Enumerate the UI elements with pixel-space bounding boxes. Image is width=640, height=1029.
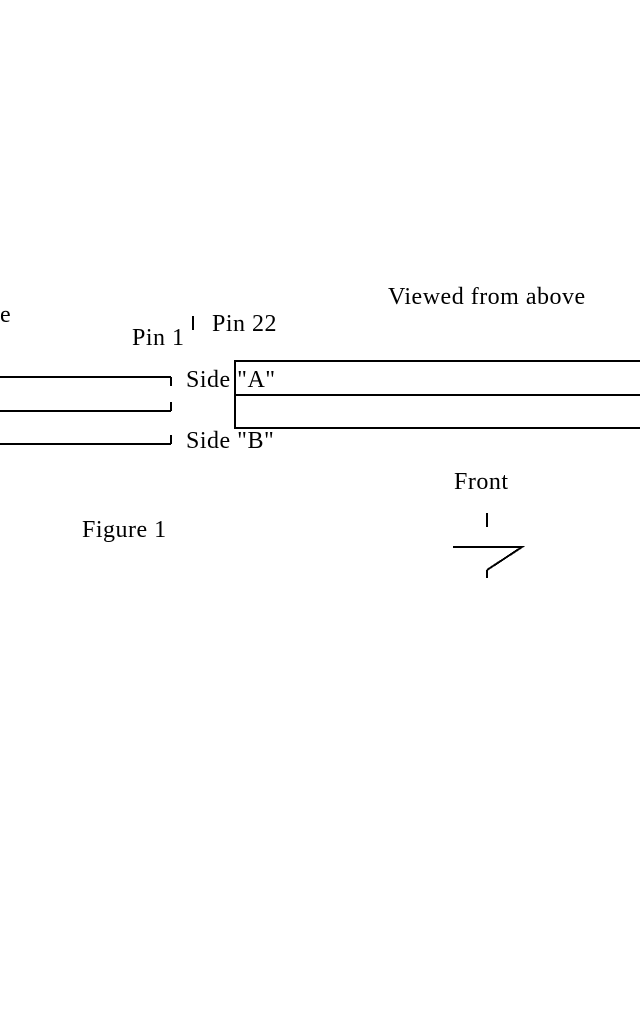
side-a-label: Side "A" [186,367,276,393]
front-label: Front [454,469,509,495]
viewed-from-above-label: Viewed from above [388,284,586,310]
pin22-label: Pin 22 [212,311,278,337]
front-arrow-head [453,546,526,571]
figure-caption: Figure 1 [82,517,167,543]
pin1-label: Pin 1 [132,325,185,351]
clipped-left-label: e [0,302,12,328]
side-b-label: Side "B" [186,428,275,454]
